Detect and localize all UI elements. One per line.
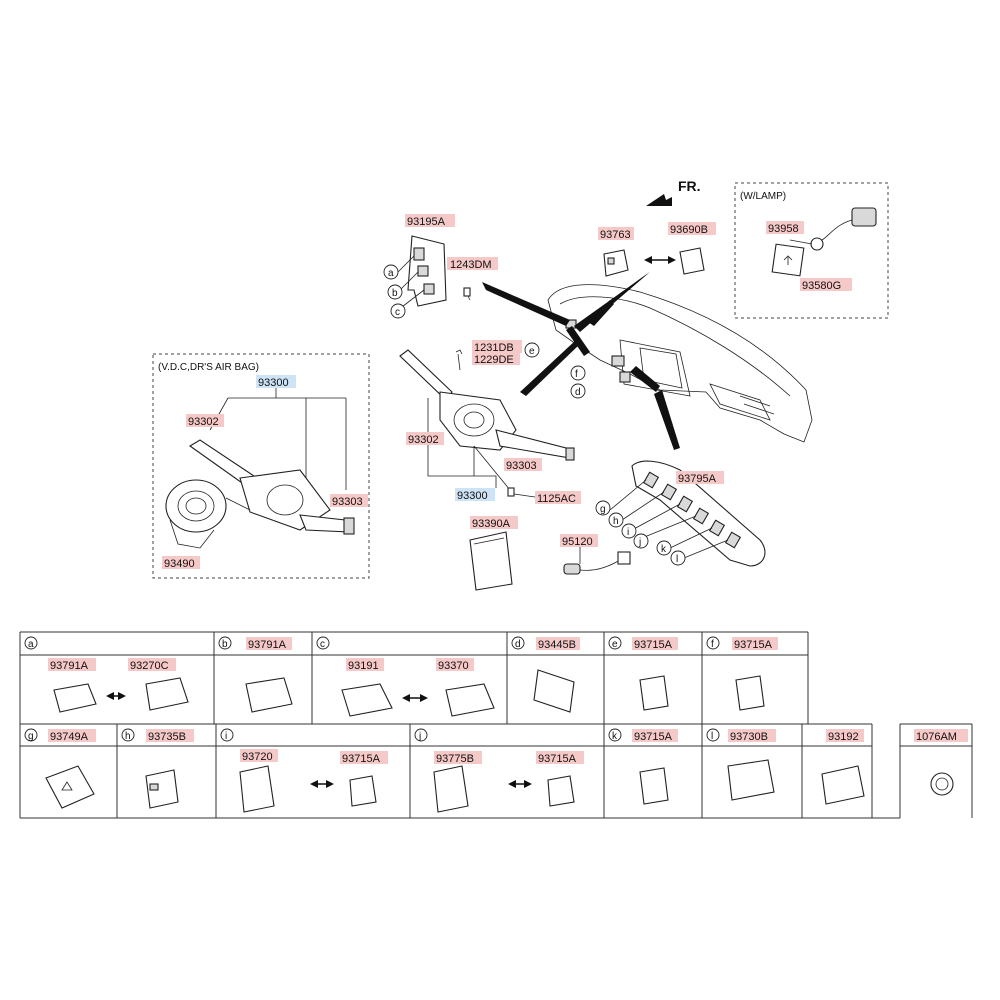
label-1229DE: 1229DE [474,354,514,366]
label-93303: 93303 [506,460,537,472]
header-e-part: 93715A [634,639,673,651]
row2-key-h: h [125,731,131,742]
table-row-1-headers: a b c d e f 93791A 93445B 93715A 93715A [24,636,778,651]
cell-c-part-1: 93191 [348,660,379,672]
header-d-part: 93445B [538,639,576,651]
row2-key-k: k [612,731,618,742]
callout-l: l [676,554,678,565]
header-1076AM-part: 1076AM [916,731,957,743]
row2-key-i: i [225,731,227,742]
callout-h: h [613,516,619,527]
front-arrow-icon [646,194,672,206]
cell-a-part-1: 93791A [50,660,89,672]
label-1125AC: 1125AC [537,493,576,505]
callout-k: k [661,544,667,555]
callout-f: f [575,369,578,380]
cell-a-part-2: 93270C [130,660,169,672]
label-93300-box: 93300 [258,377,289,389]
row1-key-c: c [320,639,325,650]
part-labels: 93195A 1243DM 93763 93690B 93958 93580G … [162,214,852,570]
cover-panel [469,531,513,591]
cell-j-part-2: 93715A [538,753,577,765]
label-93763: 93763 [600,229,631,241]
sensor-part [563,546,631,575]
header-k-part: 93715A [634,731,673,743]
w-lamp-group: (W/LAMP) [734,182,889,319]
parts-table: a b c d e f 93791A 93445B 93715A 93715A … [19,631,973,819]
callout-d: d [575,387,581,398]
header-b-part: 93791A [248,639,287,651]
table-row-1-cells: 93791A 93270C 93191 93370 [48,658,765,717]
label-93690B: 93690B [670,224,708,236]
label-95120: 95120 [562,536,593,548]
row1-key-b: b [222,639,228,650]
header-93192-part: 93192 [828,731,859,743]
cell-c-part-2: 93370 [438,660,469,672]
label-93390A: 93390A [472,518,511,530]
cell-j-part-1: 93775B [436,753,474,765]
callout-j: j [638,537,641,548]
label-1231DB: 1231DB [474,342,514,354]
label-93302: 93302 [408,434,439,446]
label-93580G: 93580G [802,280,841,292]
row1-key-a: a [28,639,34,650]
front-direction-indicator: FR. [646,178,701,206]
label-93300: 93300 [457,490,488,502]
header-l-part: 93730B [730,731,768,743]
row2-key-j: j [418,731,421,742]
leader-wedges [482,272,680,450]
table-row-2-headers: g h i j k l 93749A 93735B 93715A 93730B … [24,728,968,743]
row2-key-l: l [711,731,713,742]
callout-markers: a b c d e f g h i j k l [383,264,686,566]
label-93490: 93490 [164,558,195,570]
vdc-airbag-group: (V.D.C,DR'S AIR BAG) [152,353,370,579]
row1-key-d: d [515,639,521,650]
header-f-part: 93715A [734,639,773,651]
cell-i-part-1: 93720 [242,751,273,763]
label-93958: 93958 [768,223,799,235]
cell-i-part-2: 93715A [342,753,381,765]
label-93303-box: 93303 [332,496,363,508]
switch-bank [609,460,766,567]
callout-g: g [600,504,606,515]
table-row-2-cells: 93720 93715A 93775B 93715A [45,749,954,813]
w-lamp-title: (W/LAMP) [740,191,786,202]
callout-i: i [627,527,629,538]
label-93195A: 93195A [407,216,446,228]
row2-key-g: g [28,731,34,742]
label-93795A: 93795A [678,473,717,485]
small-switch-parts [603,247,705,277]
bracket-assembly [397,235,471,311]
label-1243DM: 1243DM [450,259,492,271]
row1-key-f: f [711,639,714,650]
vdc-airbag-title: (V.D.C,DR'S AIR BAG) [158,362,259,373]
callout-b: b [392,288,398,299]
row1-key-e: e [612,639,618,650]
callout-e: e [529,346,535,357]
dashboard-illustration [547,284,813,443]
callout-c: c [395,307,400,318]
header-h-part: 93735B [148,731,186,743]
callout-a: a [388,268,394,279]
front-label: FR. [678,178,701,194]
header-g-part: 93749A [50,731,89,743]
label-93302-box: 93302 [188,416,219,428]
combination-switch [399,349,575,497]
